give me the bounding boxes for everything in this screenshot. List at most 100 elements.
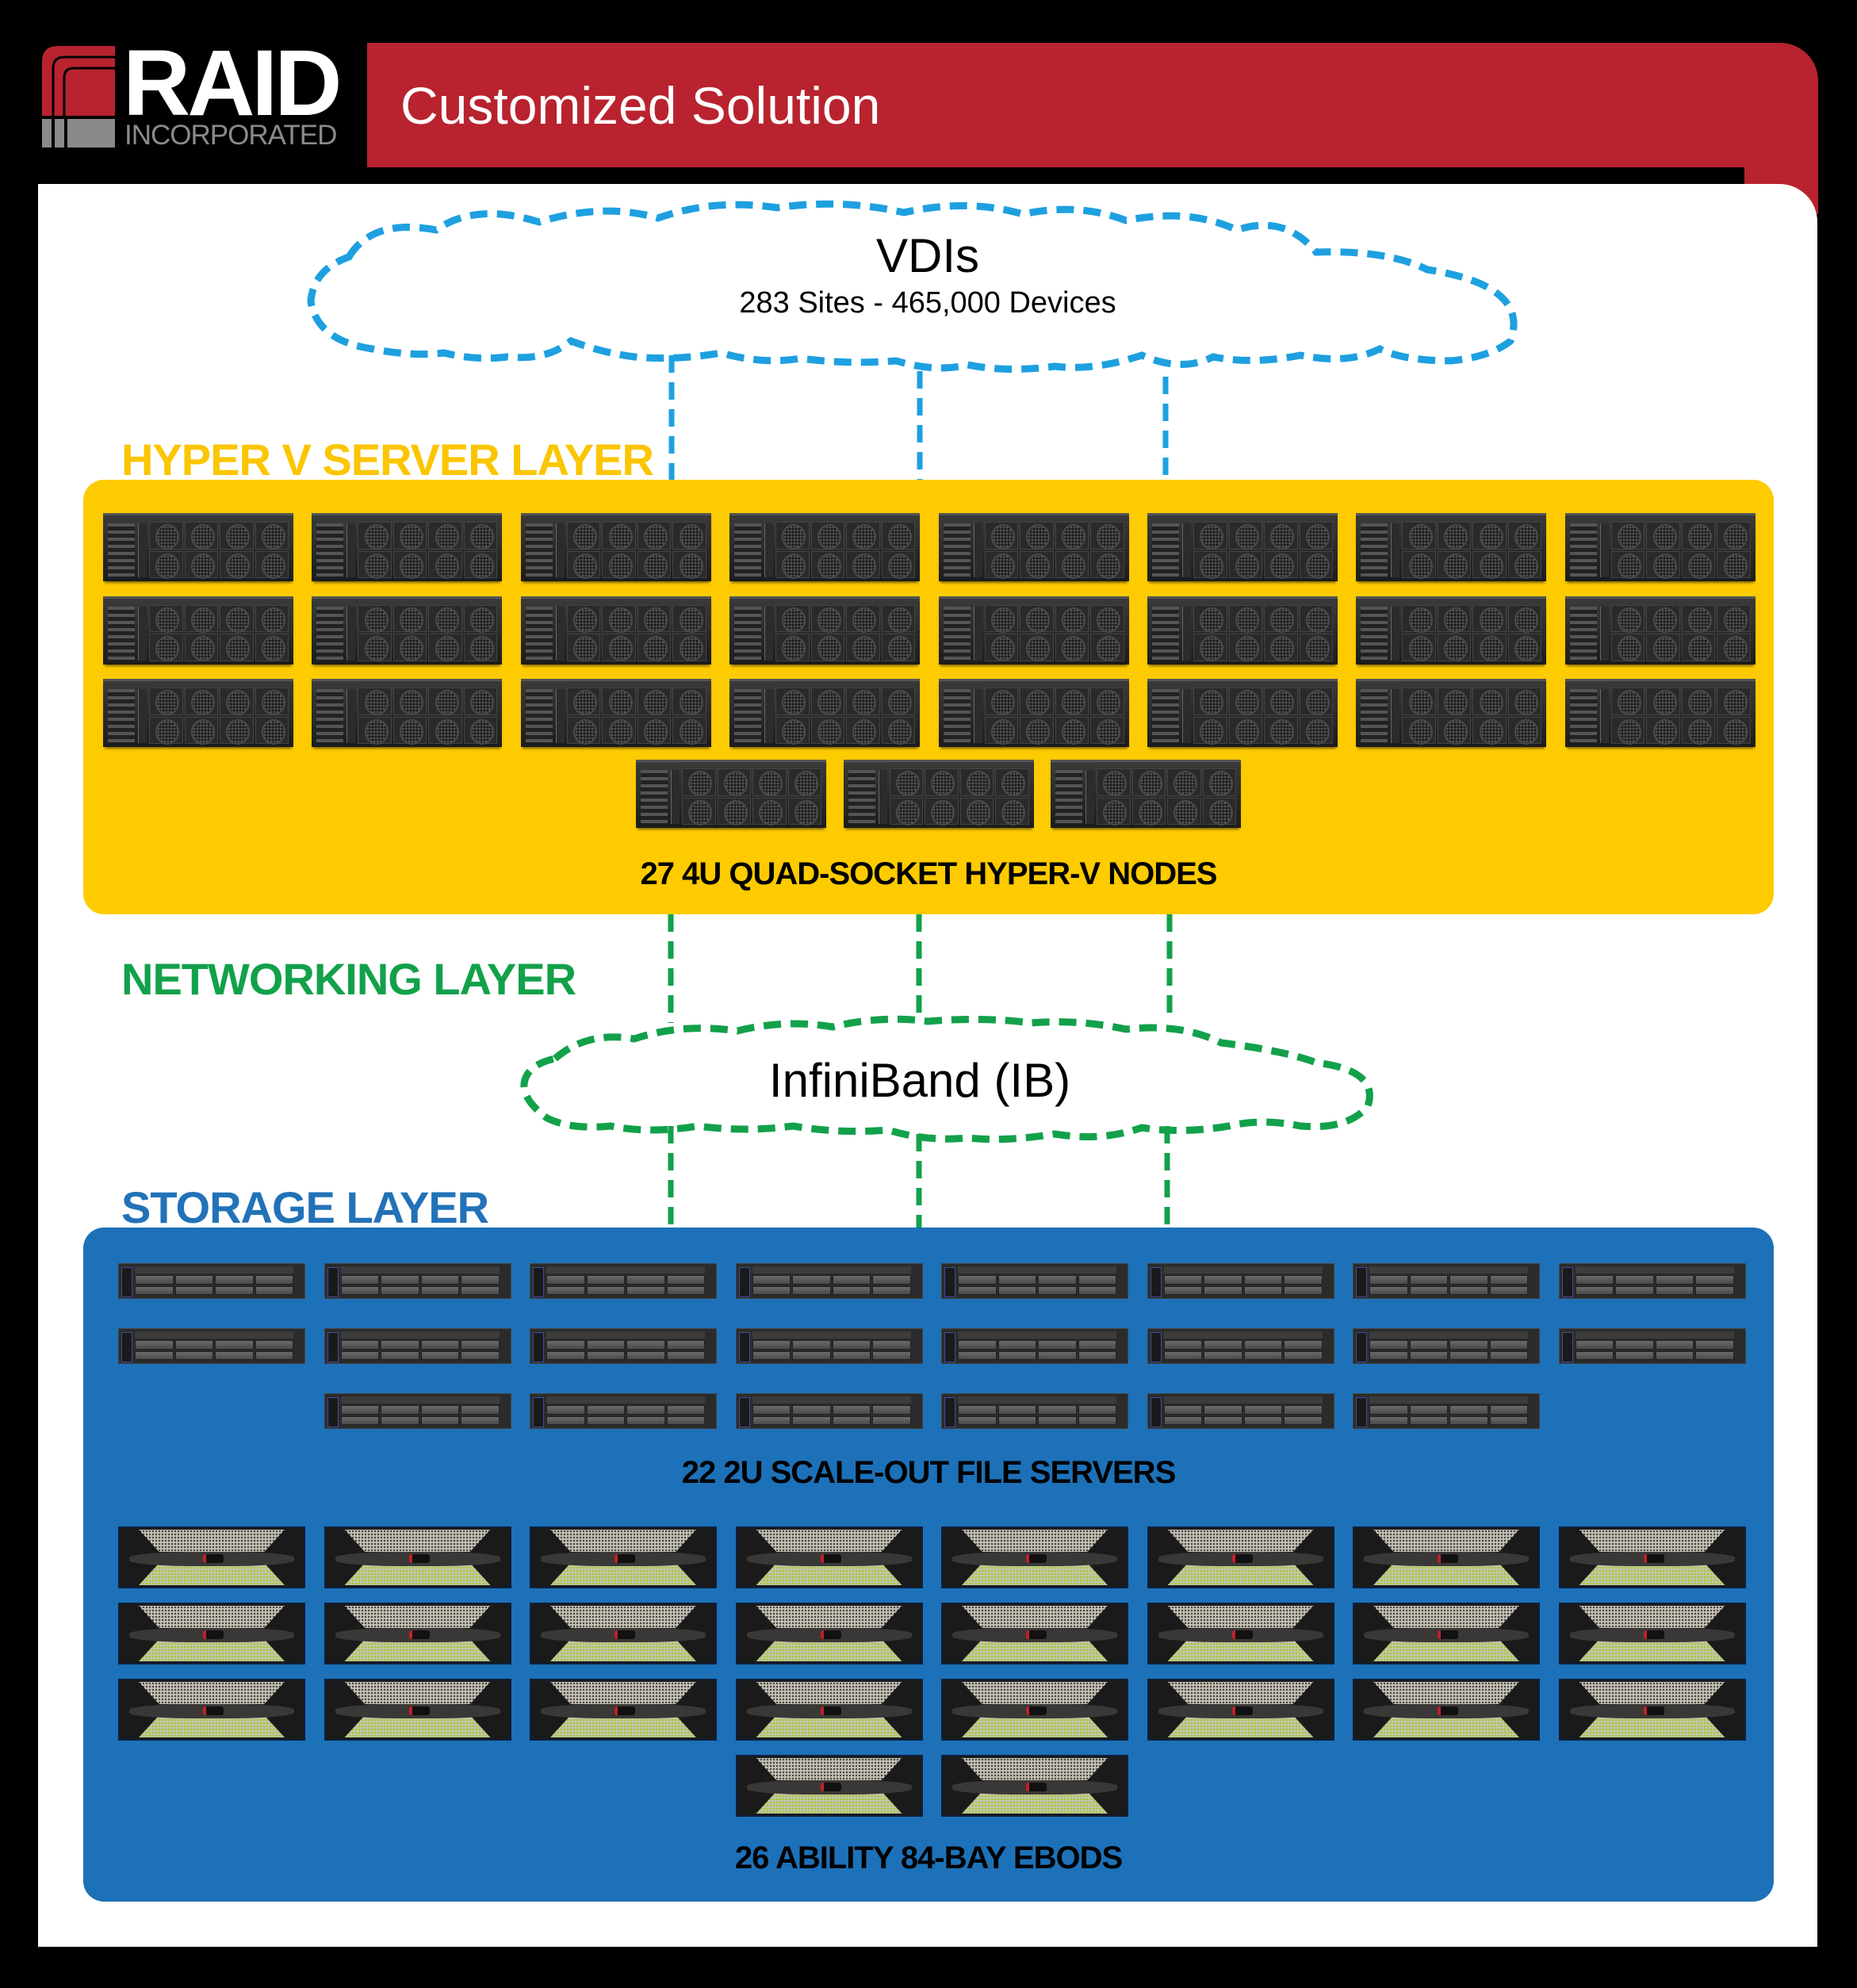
drive-grid [340,1405,500,1425]
drive-icon [420,1415,459,1425]
grille [344,1530,491,1552]
fan-icon [1167,768,1201,796]
fan-icon [1090,550,1124,579]
drive-icon [1449,1415,1488,1425]
ebod-enclosure [735,1679,923,1741]
server-ear [738,1397,750,1427]
file-server [324,1263,511,1299]
fan-icon [1610,634,1645,661]
io-panel [878,770,887,824]
hyper-v-node [843,760,1034,828]
fan-icon [428,550,462,579]
fan-icon [1020,688,1054,715]
fan-icon [682,797,716,825]
fan-icon [1228,604,1262,633]
ebod-enclosure [941,1679,1128,1741]
drive-grid [752,1275,911,1295]
fan-icon [1020,604,1054,633]
drive-icon [546,1285,585,1295]
fan-icon [1610,522,1645,550]
hyper-v-node [1356,513,1547,581]
drive-icon [752,1415,791,1425]
server-ear [738,1267,750,1297]
fan-icon [184,716,218,745]
fan-icon [995,768,1029,796]
drive-icon [1078,1285,1116,1295]
drive-icon [1204,1275,1242,1285]
raid-badge-icon [1438,1706,1458,1715]
fan-icon [637,522,672,550]
drive-icon [546,1275,585,1285]
fan-icon [1472,634,1507,661]
file-servers-caption: 22 2U SCALE-OUT FILE SERVERS [681,1455,1177,1490]
drive-icon [626,1340,665,1350]
drive-icon [666,1415,705,1425]
drive-bay [641,770,668,824]
file-server [530,1328,717,1364]
fan-icon [392,604,427,633]
ebod-enclosure [1558,1526,1746,1588]
fan-icon [149,688,183,715]
grille-led [756,1791,902,1814]
front-panel [1369,1396,1528,1404]
fan-icon [959,797,994,825]
drive-icon [340,1415,379,1425]
raid-badge-icon [1026,1630,1047,1639]
fan-grid [1610,522,1751,579]
drive-grid [546,1275,705,1295]
drive-icon [1243,1415,1282,1425]
fan-icon [752,797,787,825]
fan-icon [1228,634,1262,661]
fan-grid [358,688,498,745]
fan-icon [1055,634,1089,661]
hyper-v-node [1147,513,1338,581]
raid-badge-icon [1643,1630,1664,1639]
fan-icon [184,688,218,715]
drive-icon [1409,1340,1448,1350]
drive-icon [381,1340,419,1350]
raid-badge-icon [1231,1706,1253,1715]
drive-icon [1163,1405,1202,1415]
grille [962,1530,1108,1552]
server-ear [1356,1397,1367,1427]
server-ear [121,1267,132,1297]
grille-led [139,1715,285,1737]
fan-icon [1717,634,1751,661]
fan-grid [566,604,706,661]
fan-icon [984,716,1019,745]
file-server [735,1393,923,1429]
fan-icon [810,550,845,579]
drive-bay [1569,689,1597,743]
drive-icon [461,1340,500,1350]
fan-icon [220,604,254,633]
fan-icon [637,634,672,661]
fan-icon [775,716,810,745]
drive-icon [1078,1350,1116,1360]
io-panel [555,523,565,577]
front-panel [340,1331,500,1339]
drive-bay [1569,606,1597,661]
drive-icon [215,1350,254,1360]
fan-icon [672,716,706,745]
hyper-v-node [312,679,503,747]
raid-badge-icon [615,1630,635,1639]
file-server [941,1263,1128,1299]
ebod-enclosure [118,1679,305,1741]
drive-bay [316,523,344,577]
fan-grid [358,522,498,579]
file-server [1353,1328,1540,1364]
fan-icon [889,797,923,825]
fan-icon [220,634,254,661]
drive-icon [461,1275,500,1285]
drive-icon [1204,1405,1242,1415]
front-panel [546,1396,705,1404]
fan-icon [1437,634,1472,661]
fan-icon [1090,522,1124,550]
fan-icon [881,604,916,633]
io-panel [1182,689,1191,743]
fan-icon [881,688,916,715]
drive-icon [1695,1285,1734,1295]
hyper-v-node [1564,596,1756,665]
drive-icon [586,1340,625,1350]
grille [1579,1606,1725,1628]
